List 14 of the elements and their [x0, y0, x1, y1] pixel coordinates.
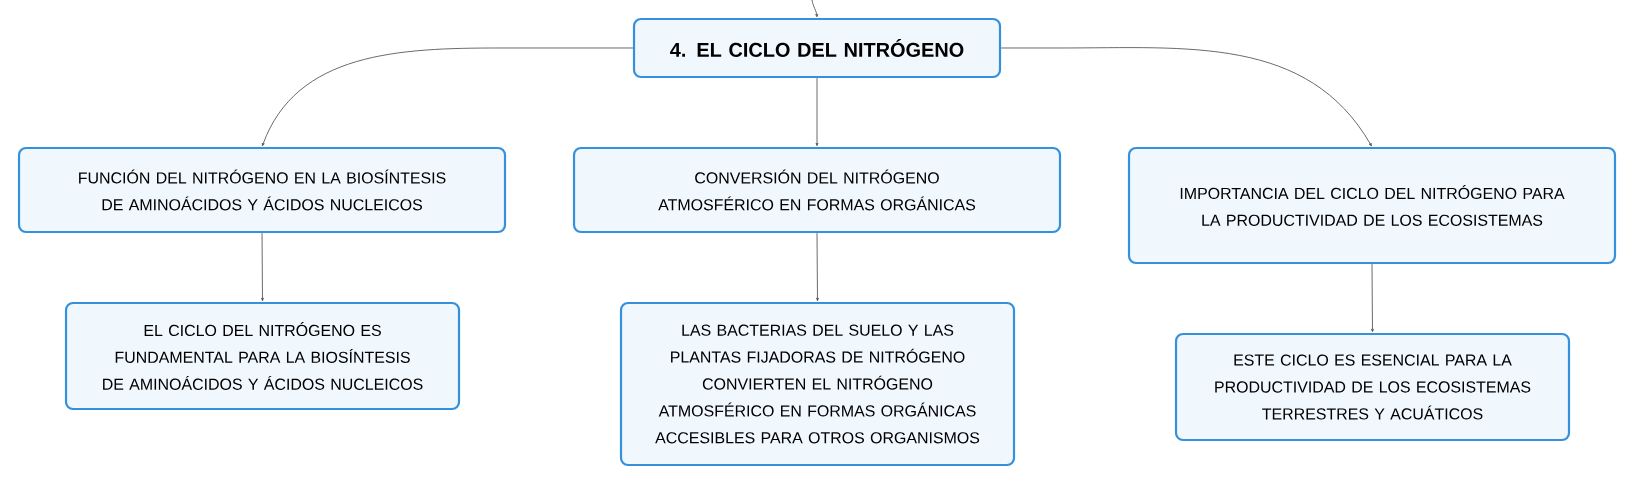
arrow: [815, 77, 819, 147]
topic-box: 4. EL CICLO DEL NITRÓGENO: [632, 17, 1002, 79]
arrow: [261, 47, 634, 147]
detail-box: EL CICLO DEL NITRÓGENO ES FUNDAMENTAL PARA LA BIOSÍNTESIS DE AMINOÁCIDOS Y ÁCIDOS NUCLEICOS: [64, 301, 461, 411]
arrow: [816, 232, 819, 302]
detail-box: LAS BACTERIAS DEL SUELO Y LAS PLANTAS FIJADORAS DE NITRÓGENO CONVIERTEN EL NITRÓGENO ATMOSFÉRICO EN FORMAS ORGÁNICAS ACCESIBLES PARA OTROS ORGANISMOS: [619, 301, 1016, 467]
detail-box: ESTE CICLO ES ESENCIAL PARA LA PRODUCTIVIDAD DE LOS ECOSISTEMAS TERRESTRES Y ACUÁTICOS: [1174, 332, 1571, 442]
subtopic-box: FUNCIÓN DEL NITRÓGENO EN LA BIOSÍNTESIS DE AMINOÁCIDOS Y ÁCIDOS NUCLEICOS: [17, 146, 507, 234]
arrow: [811, 0, 819, 18]
arrow: [261, 232, 264, 302]
arrow: [1000, 47, 1372, 147]
arrow: [1371, 263, 1374, 333]
subtopic-box: CONVERSIÓN DEL NITRÓGENO ATMOSFÉRICO EN FORMAS ORGÁNICAS: [572, 146, 1062, 234]
subtopic-box: IMPORTANCIA DEL CICLO DEL NITRÓGENO PARA LA PRODUCTIVIDAD DE LOS ECOSISTEMAS: [1127, 146, 1617, 265]
